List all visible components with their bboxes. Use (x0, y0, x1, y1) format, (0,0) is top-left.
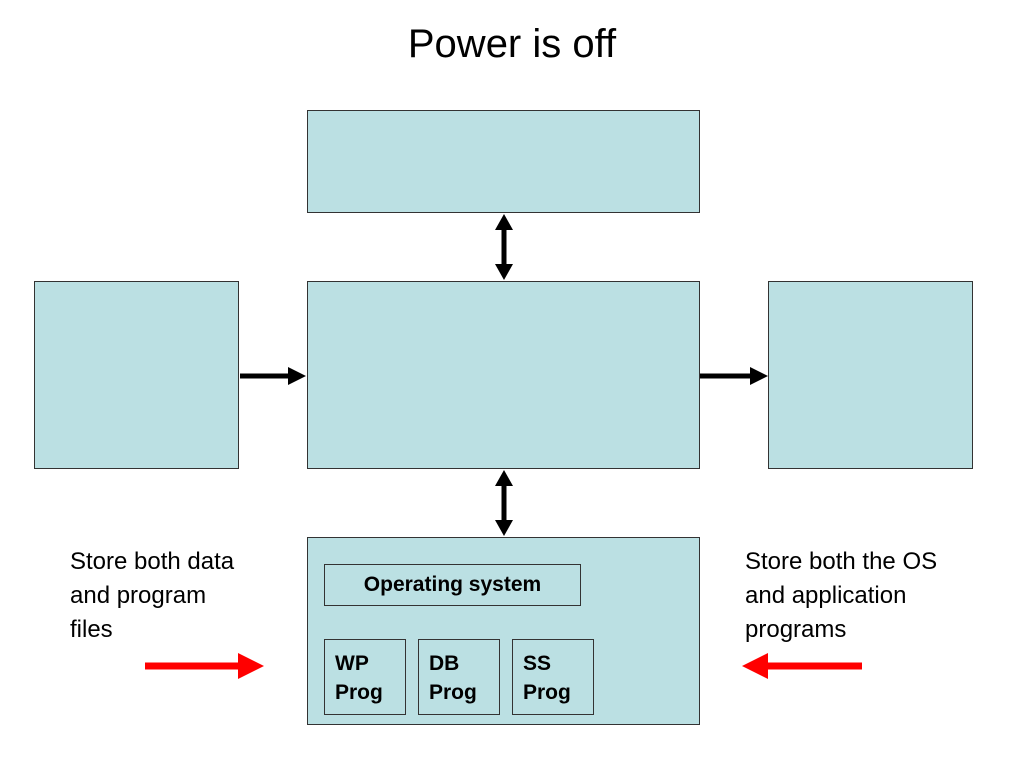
wp-prog-line-1: WP (335, 652, 369, 675)
double-arrow-top (495, 214, 513, 280)
arrow-center-to-right (700, 367, 768, 385)
red-arrow-right (145, 653, 264, 679)
double-arrow-bottom (495, 470, 513, 536)
right-annotation-line-1: Store both the OS (745, 548, 938, 575)
operating-system-label: Operating system (363, 573, 542, 596)
right-box (768, 281, 973, 469)
red-arrow-left (742, 653, 862, 679)
wp-prog-line-2: Prog (335, 681, 383, 704)
ss-prog-line-1: SS (523, 652, 552, 675)
bottom-box: Operating system WP Prog DB Prog SS Prog (307, 537, 700, 725)
left-annotation-line-2: and program (70, 582, 207, 609)
arrow-left-to-center (240, 367, 306, 385)
top-box (307, 110, 700, 213)
left-annotation-line-3: files (70, 616, 113, 643)
right-annotation-line-2: and application (745, 582, 907, 609)
ss-prog-line-2: Prog (523, 681, 571, 704)
left-annotation-line-1: Store both data (70, 548, 235, 575)
left-annotation: Store both data and program files (70, 545, 290, 647)
db-prog-line-1: DB (429, 652, 460, 675)
db-prog-box: DB Prog (418, 639, 500, 715)
left-box (34, 281, 239, 469)
ss-prog-box: SS Prog (512, 639, 594, 715)
db-prog-line-2: Prog (429, 681, 477, 704)
slide-title: Power is off (407, 22, 617, 66)
wp-prog-box: WP Prog (324, 639, 406, 715)
right-annotation: Store both the OS and application progra… (745, 545, 1005, 647)
operating-system-box: Operating system (324, 564, 581, 606)
center-box (307, 281, 700, 469)
right-annotation-line-3: programs (745, 616, 847, 643)
